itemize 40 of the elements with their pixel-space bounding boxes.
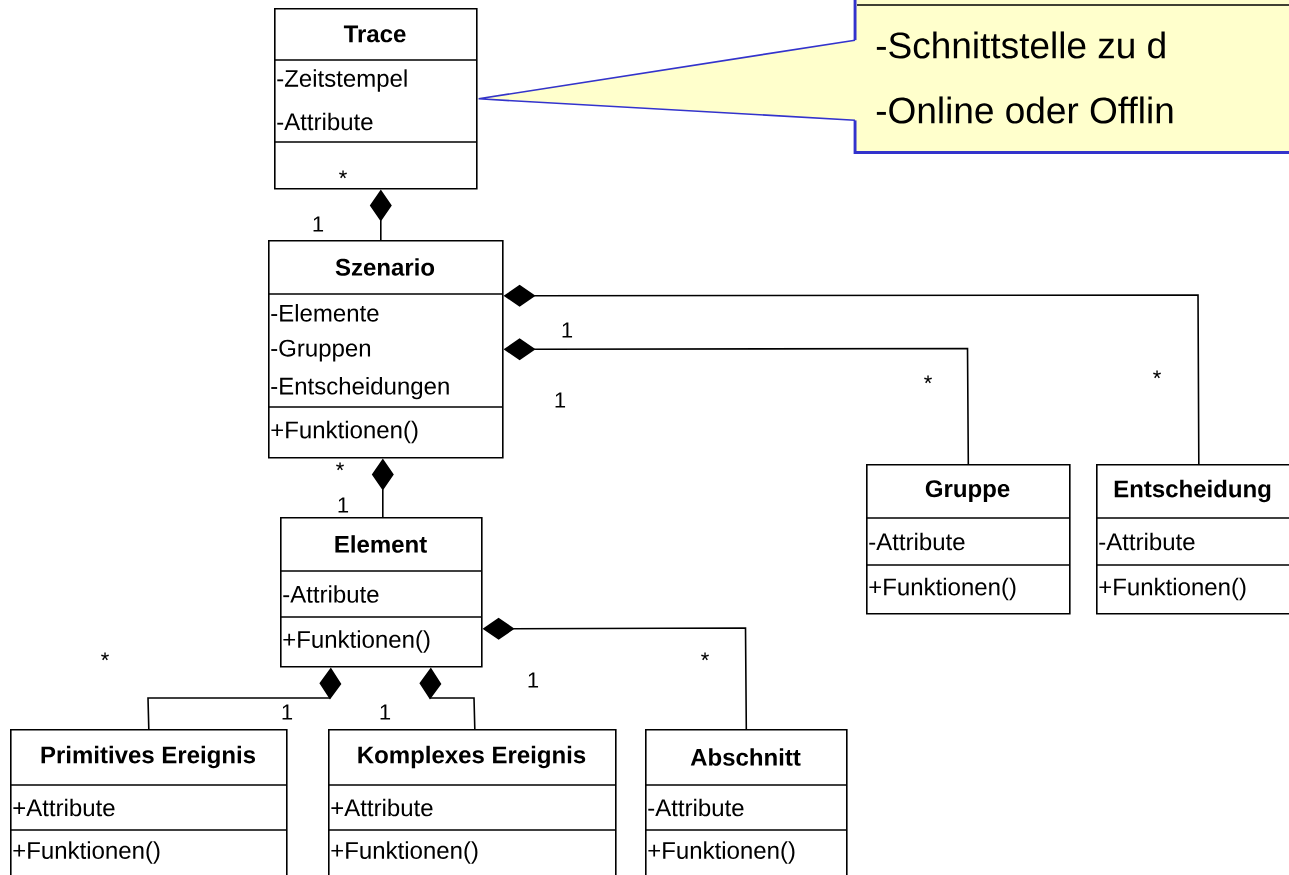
multiplicity-label: 1 — [555, 392, 566, 408]
method-text: +Funktionen() — [1099, 577, 1246, 601]
multiplicity-label: 1 — [380, 704, 391, 720]
multiplicity-label: 1 — [528, 672, 539, 688]
class-name: Trace — [343, 25, 406, 43]
multiplicity-label: * — [1153, 370, 1161, 379]
class-name: Komplexes Ereignis — [358, 745, 586, 769]
multiplicity-label: * — [336, 462, 344, 471]
multiplicity-label: 1 — [313, 216, 324, 232]
class-name: Entscheidung — [1114, 479, 1271, 503]
multiplicity-label: 1 — [282, 704, 293, 720]
class-name: Gruppe — [925, 480, 1010, 502]
attribute-text: -Zeitstempel — [277, 69, 407, 92]
class-name: Abschnitt — [690, 748, 801, 766]
method-text: +Funktionen() — [648, 841, 795, 864]
class-name: Szenario — [335, 258, 435, 276]
multiplicity-label: * — [101, 652, 109, 661]
attribute-text: -Attribute — [648, 798, 744, 817]
multiplicity-label: 1 — [338, 497, 349, 513]
attribute-text: -Attribute — [277, 112, 373, 131]
attribute-text: -Attribute — [283, 585, 379, 603]
attribute-text: +Attribute — [13, 798, 115, 817]
class-name: Element — [335, 535, 427, 553]
attribute-text: -Entscheidungen — [271, 377, 449, 400]
attribute-text: -Attribute — [869, 532, 965, 551]
method-text: +Funktionen() — [869, 577, 1016, 601]
class-name: Primitives Ereignis — [41, 745, 256, 769]
callout-pointer — [477, 39, 856, 121]
method-text: +Funktionen() — [331, 841, 478, 864]
method-text: +Funktionen() — [13, 841, 160, 864]
multiplicity-label: * — [701, 652, 709, 661]
multiplicity-label: * — [339, 170, 347, 179]
attribute-text: -Gruppen — [271, 339, 371, 362]
attribute-text: +Attribute — [331, 798, 433, 817]
method-text: +Funktionen() — [271, 420, 418, 444]
attribute-text: -Attribute — [1099, 532, 1195, 551]
method-text: +Funktionen() — [283, 630, 430, 653]
multiplicity-label: * — [924, 375, 932, 384]
multiplicity-label: 1 — [562, 322, 573, 338]
attribute-text: -Elemente — [271, 304, 379, 322]
